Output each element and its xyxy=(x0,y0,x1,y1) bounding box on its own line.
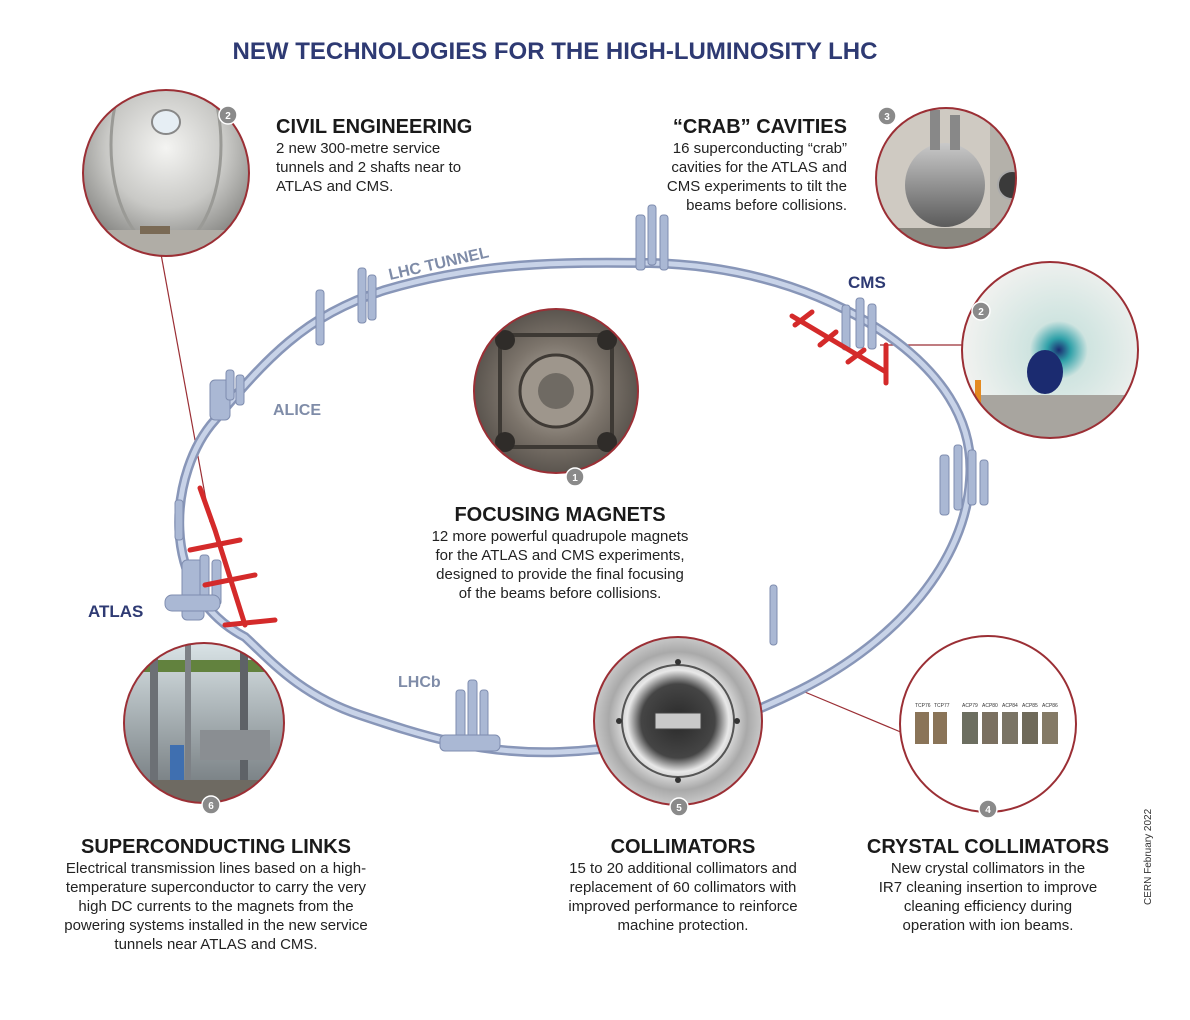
badge-collimators: 5 xyxy=(669,797,689,817)
svg-text:6: 6 xyxy=(208,801,214,812)
superconducting-links-block: SUPERCONDUCTING LINKS Electrical transmi… xyxy=(40,836,392,954)
civil-engineering-photo xyxy=(82,89,250,257)
crab-cavities-block: “CRAB” CAVITIES 16 superconducting “crab… xyxy=(590,116,847,215)
crab-cavities-title: “CRAB” CAVITIES xyxy=(672,116,847,138)
badge-crystal: 4 xyxy=(978,799,998,819)
crystal-photo-label: ACP84 xyxy=(1002,703,1018,709)
civil-engineering-desc: 2 new 300-metre service tunnels and 2 sh… xyxy=(276,140,462,195)
crystal-collimators-desc: New crystal collimators in the IR7 clean… xyxy=(878,860,1098,934)
new-service-tunnels xyxy=(187,309,889,628)
badge-focus: 1 xyxy=(565,467,585,487)
svg-text:3: 3 xyxy=(884,112,890,123)
lhcb-label: LHCb xyxy=(398,674,441,691)
collimators-title: COLLIMATORS xyxy=(610,836,756,858)
number-badges: 2 3 2 1 6 5 4 xyxy=(201,105,998,819)
superconducting-links-photo xyxy=(123,642,285,804)
crystal-collimators-title: CRYSTAL COLLIMATORS xyxy=(866,836,1110,858)
page-title: NEW TECHNOLOGIES FOR THE HIGH-LUMINOSITY… xyxy=(232,38,878,65)
collimators-block: COLLIMATORS 15 to 20 additional collimat… xyxy=(538,836,828,935)
collimators-desc: 15 to 20 additional collimators and repl… xyxy=(568,860,798,934)
svg-text:2: 2 xyxy=(225,111,231,122)
focusing-magnets-block: FOCUSING MAGNETS 12 more powerful quadru… xyxy=(400,504,720,603)
crystal-collimator-photo: TCP76 TCP77 ACP79 ACP80 ACP84 ACP85 ACP8… xyxy=(899,635,1077,813)
credit-text: CERN February 2022 xyxy=(1143,808,1154,905)
svg-text:5: 5 xyxy=(676,803,682,814)
superconducting-links-desc: Electrical transmission lines based on a… xyxy=(64,860,368,953)
alice-label: ALICE xyxy=(273,402,321,419)
crab-cavities-desc: 16 superconducting “crab” cavities for t… xyxy=(666,140,847,214)
crystal-photo-label: TCP76 xyxy=(915,703,931,709)
crystal-photo-label: ACP79 xyxy=(962,703,978,709)
svg-text:1: 1 xyxy=(572,473,578,484)
svg-text:2: 2 xyxy=(978,307,984,318)
badge-links: 6 xyxy=(201,795,221,815)
crab-cavities-photo xyxy=(875,107,1017,249)
crystal-photo-label: ACP80 xyxy=(982,703,998,709)
crystal-photo-label: ACP86 xyxy=(1042,703,1058,709)
badge-crab: 3 xyxy=(877,106,897,126)
civil-engineering-block: CIVIL ENGINEERING 2 new 300-metre servic… xyxy=(276,116,536,196)
cms-tunnel-photo xyxy=(961,261,1139,439)
focusing-magnets-title: FOCUSING MAGNETS xyxy=(454,504,666,526)
crystal-photo-label: ACP85 xyxy=(1022,703,1038,709)
atlas-label: ATLAS xyxy=(88,602,144,621)
civil-connector-line xyxy=(160,253,211,523)
focusing-magnet-photo xyxy=(473,308,639,474)
crystal-connector-line xyxy=(799,689,904,734)
crystal-photo-label: TCP77 xyxy=(934,703,950,709)
focusing-magnets-desc: 12 more powerful quadrupole magnets for … xyxy=(431,528,689,602)
superconducting-links-title: SUPERCONDUCTING LINKS xyxy=(80,836,351,858)
cms-label: CMS xyxy=(848,273,886,292)
collimator-photo xyxy=(593,636,763,806)
civil-engineering-title: CIVIL ENGINEERING xyxy=(276,116,473,138)
badge-cms-tunnel: 2 xyxy=(971,301,991,321)
lhc-ring xyxy=(174,257,976,758)
crystal-collimators-block: CRYSTAL COLLIMATORS New crystal collimat… xyxy=(856,836,1120,935)
svg-text:4: 4 xyxy=(985,805,991,816)
badge-civil: 2 xyxy=(218,105,238,125)
